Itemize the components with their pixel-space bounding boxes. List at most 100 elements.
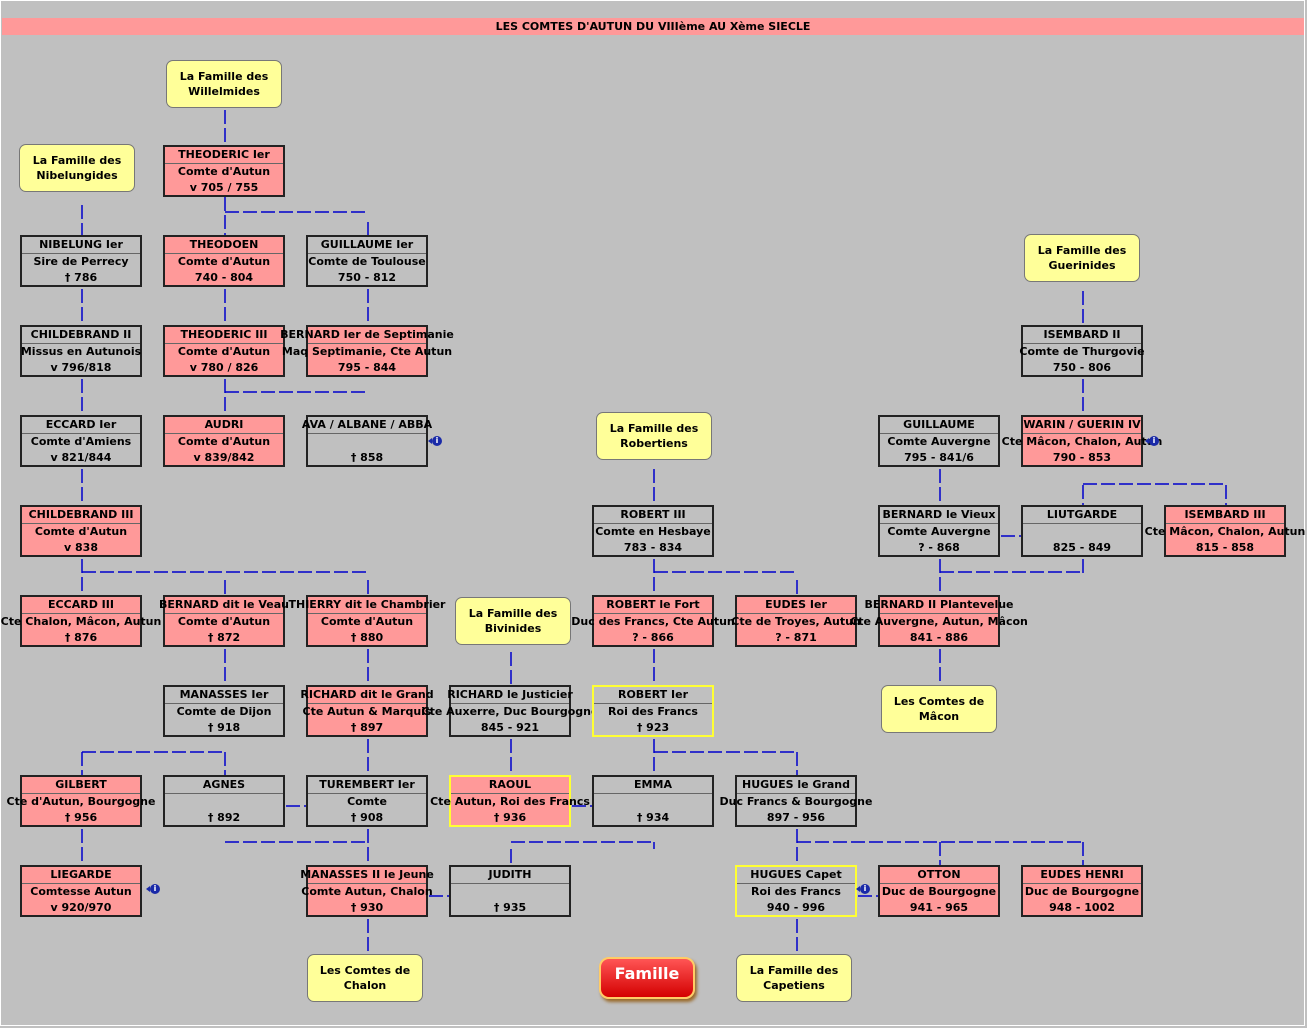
- person-name: ROBERT le Fort: [594, 597, 712, 614]
- person-name: EUDES Ier: [737, 597, 855, 614]
- person-name: ROBERT Ier: [594, 687, 712, 704]
- person-name: HUGUES Capet: [737, 867, 855, 884]
- person-title: Cte de Troyes, Autun: [731, 615, 861, 628]
- person-title: Cte Autun & Marquis: [302, 705, 432, 718]
- info-icon-warin[interactable]: i: [1149, 436, 1159, 446]
- person-box-judith[interactable]: JUDITH † 935: [449, 865, 571, 917]
- person-dates: 783 - 834: [623, 541, 683, 554]
- info-icon-liegarde[interactable]: i: [150, 884, 160, 894]
- person-dates: † 858: [350, 451, 384, 464]
- person-name: JUDITH: [451, 867, 569, 884]
- info-arrow-icon: [146, 886, 150, 892]
- person-title: [451, 884, 569, 900]
- caption-bivinides[interactable]: La Famille des Bivinides: [455, 597, 571, 645]
- famille-button[interactable]: Famille: [599, 957, 695, 999]
- person-dates: 790 - 853: [1052, 451, 1112, 464]
- person-box-ava[interactable]: AVA / ALBANE / ABBA† 858: [302, 415, 432, 467]
- info-icon-ava[interactable]: i: [432, 436, 442, 446]
- person-title: Comte d'Autun: [320, 615, 414, 628]
- person-title: Comte d'Autun: [177, 165, 271, 178]
- person-dates: v 838: [64, 541, 98, 554]
- caption-comtes-chalon[interactable]: Les Comtes de Chalon: [307, 954, 423, 1002]
- person-name: ECCARD Ier: [22, 417, 140, 434]
- person-name: MANASSES II le Jeune: [300, 867, 434, 884]
- person-dates: v 780 / 826: [189, 361, 259, 374]
- person-dates: v 920/970: [50, 901, 112, 914]
- person-title: Roi des Francs: [608, 705, 698, 718]
- person-dates: † 872: [207, 631, 241, 644]
- person-name: LIUTGARDE: [1023, 507, 1141, 524]
- person-title: Comte de Dijon: [176, 705, 272, 718]
- person-dates: † 908: [350, 811, 384, 824]
- caption-robertiens[interactable]: La Famille des Robertiens: [596, 412, 712, 460]
- person-box-emma[interactable]: EMMA† 934: [592, 775, 714, 827]
- person-title: Comte Auvergne: [887, 525, 991, 538]
- person-title: Comte en Hesbaye: [595, 525, 711, 538]
- caption-nibelungides[interactable]: La Famille des Nibelungides: [19, 144, 135, 192]
- caption-comtes-macon[interactable]: Les Comtes de Mâcon: [881, 685, 997, 733]
- person-name: NIBELUNG Ier: [22, 237, 140, 254]
- person-name: CHILDEBRAND II: [22, 327, 140, 344]
- person-dates: v 796/818: [50, 361, 112, 374]
- person-name: RICHARD dit le Grand: [300, 687, 434, 704]
- person-dates: † 880: [350, 631, 384, 644]
- person-dates: † 935: [493, 901, 527, 914]
- caption-capetiens[interactable]: La Famille des Capetiens: [736, 954, 852, 1002]
- person-title: Maq Septimanie, Cte Autun: [281, 345, 453, 358]
- person-title: Comte d'Amiens: [30, 435, 132, 448]
- person-box-agnes[interactable]: AGNES† 892: [163, 775, 285, 827]
- person-dates: 795 - 841/6: [904, 451, 974, 464]
- info-icon-hugues-capet[interactable]: i: [860, 884, 870, 894]
- person-title: Comte d'Autun: [177, 345, 271, 358]
- caption-willelmides[interactable]: La Famille des Willelmides: [166, 60, 282, 108]
- person-title: Missus en Autunois: [20, 345, 142, 358]
- person-title: [594, 794, 712, 810]
- person-dates: 795 - 844: [337, 361, 397, 374]
- person-name: RICHARD le Justicier: [447, 687, 573, 704]
- person-dates: 845 - 921: [480, 721, 540, 734]
- person-dates: † 918: [207, 721, 241, 734]
- person-title: Comte d'Autun: [177, 615, 271, 628]
- person-title: [1023, 524, 1141, 540]
- person-title: Roi des Francs: [751, 885, 841, 898]
- caption-guerinides[interactable]: La Famille des Guerinides: [1024, 234, 1140, 282]
- person-name: HUGUES le Grand: [737, 777, 855, 794]
